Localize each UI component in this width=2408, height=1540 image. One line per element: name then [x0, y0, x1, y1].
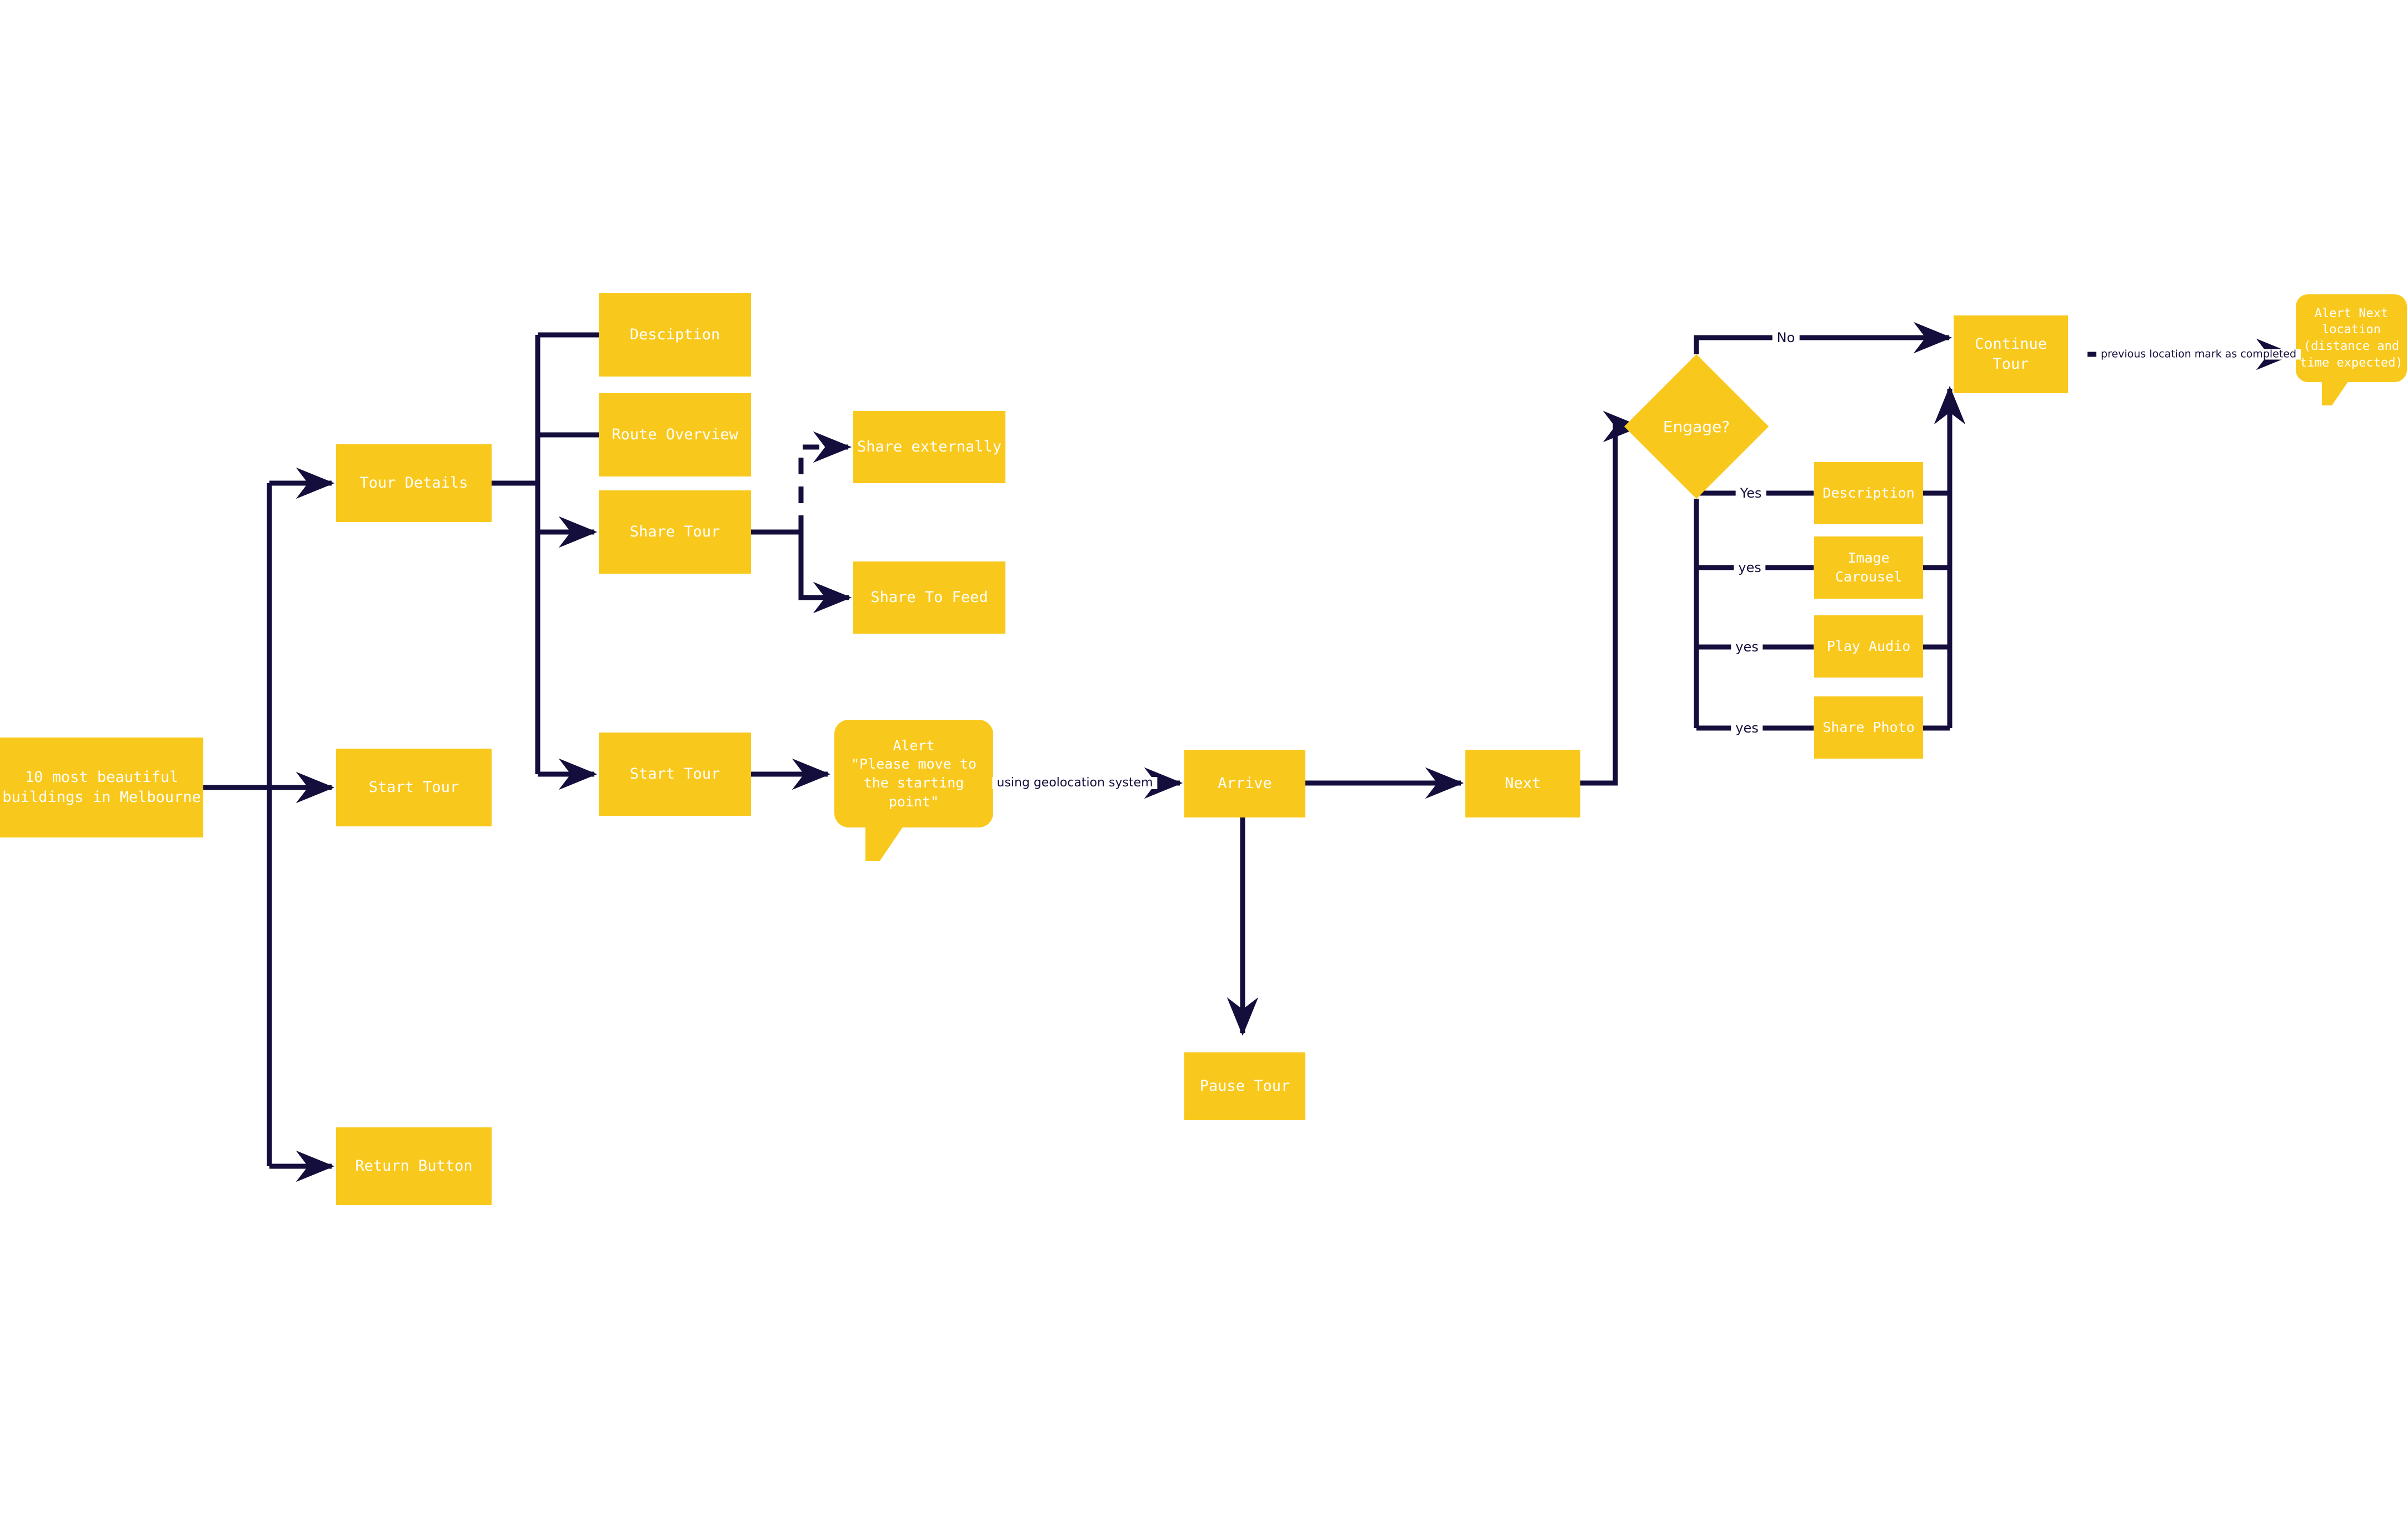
node-route-overview[interactable]: Route Overview [599, 393, 751, 476]
node-engage-label: Engage? [1663, 417, 1730, 436]
node-share-to-feed[interactable]: Share To Feed [853, 561, 1005, 634]
edge-label-geolocation: using geolocation system [992, 777, 1158, 789]
edge-label-mark-completed: previous location mark as completed [2096, 349, 2301, 360]
node-description[interactable]: Description [1814, 462, 1923, 524]
node-start-tour-action[interactable]: Start Tour [599, 733, 751, 816]
edge-label-yes-carousel: yes [1734, 561, 1766, 574]
edge-label-yes-audio: yes [1731, 640, 1763, 654]
node-alert-move-to-start[interactable]: Alert "Please move to the starting point… [834, 720, 993, 827]
node-pause-tour[interactable]: Pause Tour [1184, 1052, 1305, 1120]
alert-next-location-bubble-tail [2322, 381, 2349, 405]
node-arrive[interactable]: Arrive [1184, 750, 1305, 817]
edge-label-yes-share: yes [1731, 721, 1763, 735]
node-return-button[interactable]: Return Button [336, 1127, 492, 1205]
node-alert-next-location[interactable]: Alert Next location (distance and time e… [2296, 294, 2407, 382]
node-continue-tour[interactable]: Continue Tour [1954, 315, 2068, 393]
node-desciption[interactable]: Desciption [599, 293, 751, 377]
node-tour-details[interactable]: Tour Details [336, 444, 492, 522]
edge-label-no: No [1772, 331, 1800, 344]
node-image-carousel[interactable]: Image Carousel [1814, 536, 1923, 599]
node-share-photo[interactable]: Share Photo [1814, 696, 1923, 759]
node-play-audio[interactable]: Play Audio [1814, 615, 1923, 678]
node-engage-decision[interactable]: Engage? [1624, 354, 1769, 499]
node-share-tour[interactable]: Share Tour [599, 490, 751, 574]
node-start-tour-menu[interactable]: Start Tour [336, 749, 492, 826]
alert-move-bubble-tail [865, 826, 903, 861]
node-share-externally[interactable]: Share externally [853, 411, 1005, 483]
edge-label-yes-description: Yes [1735, 486, 1766, 500]
node-start[interactable]: 10 most beautiful buildings in Melbourne [0, 738, 203, 837]
node-next[interactable]: Next [1465, 750, 1580, 817]
